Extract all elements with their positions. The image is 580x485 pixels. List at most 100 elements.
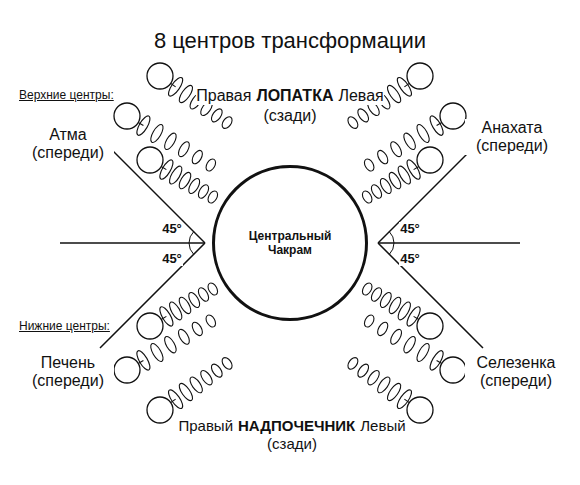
center-circle <box>114 357 140 383</box>
side-word: Левый <box>360 417 405 434</box>
center-circle <box>114 103 140 129</box>
spiral-coil <box>378 177 393 195</box>
side-word: Левая <box>338 87 383 105</box>
center-name: Атма (спереди) <box>22 126 114 163</box>
center-circle <box>417 313 443 339</box>
side-note: (сзади) <box>266 435 318 452</box>
angle-arc <box>389 232 394 243</box>
spiral-coil <box>376 320 390 337</box>
coil-stem <box>138 123 143 126</box>
spiral-coil <box>395 75 414 98</box>
angle-line <box>100 138 205 243</box>
organ-name: НАДПОЧЕЧНИК <box>238 417 355 434</box>
spiral-coil <box>177 83 195 104</box>
coil-stem <box>171 83 176 86</box>
center-circle <box>440 357 466 383</box>
spiral-coil <box>356 362 371 379</box>
angle-arc <box>389 243 394 254</box>
spiral-coil <box>360 281 373 296</box>
coil-stem <box>161 316 166 319</box>
spiral-coil <box>356 107 371 124</box>
coil-stem <box>437 123 442 126</box>
spiral-coil <box>148 342 165 363</box>
spiral-coil <box>204 157 217 172</box>
spiral-coil <box>187 291 202 309</box>
central-circle: Центральный Чакрам <box>212 165 368 321</box>
spiral-coil <box>385 381 403 402</box>
center-circle <box>137 313 163 339</box>
axis-line <box>60 242 205 244</box>
spiral-coil <box>167 164 184 185</box>
side-row: Правый НАДПОЧЕЧНИК Левый <box>178 417 405 434</box>
spiral-coil <box>206 281 219 296</box>
spiral-coil <box>220 115 234 130</box>
center-circle <box>147 63 173 89</box>
spiral-coil <box>177 171 193 191</box>
spiral-coil <box>376 149 390 166</box>
spiral-coil <box>388 140 403 158</box>
center-circle <box>417 147 443 173</box>
coil-stem <box>414 167 419 170</box>
spiral-coil <box>176 328 191 346</box>
spiral-coil <box>402 131 418 151</box>
spiral-coil <box>167 300 184 321</box>
spiral-coil <box>385 83 403 104</box>
center-name: Селезенка (спереди) <box>465 354 567 391</box>
organ-name: ЛОПАТКА <box>256 87 333 105</box>
spiral-coil <box>346 356 360 371</box>
spiral-coil <box>134 349 152 372</box>
angle-line <box>100 243 205 348</box>
spiral-coil <box>166 388 185 411</box>
spiral-coil <box>387 171 403 191</box>
spiral-coil <box>395 388 414 411</box>
spiral-coil <box>405 158 423 181</box>
spiral-coil <box>148 123 165 144</box>
spiral-coil <box>388 328 403 346</box>
spiral-coil <box>346 115 360 130</box>
angle-label: 45° <box>399 252 421 267</box>
spiral-coil <box>206 189 219 204</box>
center-name: Анахата (спереди) <box>465 119 559 156</box>
angle-label: 45° <box>161 222 183 237</box>
center-circle <box>407 397 433 423</box>
spiral-coil <box>190 149 204 166</box>
center-circle <box>440 103 466 129</box>
spiral-coil <box>220 356 234 371</box>
spiral-coil <box>362 157 375 172</box>
title: 8 центров трансформации <box>153 28 427 53</box>
spiral-coil <box>405 305 423 328</box>
node-text: Центральный Чакрам <box>242 229 338 258</box>
spiral-coil <box>387 295 403 315</box>
spiral-coil <box>415 123 432 144</box>
spiral-coil <box>176 140 191 158</box>
spiral-coil <box>396 164 413 185</box>
spiral-coil <box>209 107 224 124</box>
coil-stem <box>138 360 143 363</box>
side-word: Правый <box>178 417 233 434</box>
side-note: (сзади) <box>262 107 317 125</box>
group-heading: Нижние центры: <box>18 320 111 334</box>
coil-stem <box>171 399 176 402</box>
center-circle <box>407 63 433 89</box>
spiral-coil <box>177 295 193 315</box>
angle-arc <box>189 232 194 243</box>
center-circle <box>147 397 173 423</box>
spiral-coil <box>362 313 375 328</box>
spiral-coil <box>162 335 178 355</box>
spiral-coil <box>204 313 217 328</box>
center-circle <box>137 147 163 173</box>
side-row: ПраваяЛОПАТКАЛевая <box>196 87 384 105</box>
coil-stem <box>414 316 419 319</box>
spiral-coil <box>415 342 432 363</box>
spiral-coil <box>402 335 418 355</box>
spiral-coil <box>166 75 185 98</box>
spiral-coil <box>157 158 175 181</box>
coil-stem <box>437 360 442 363</box>
center-name: Печень (спереди) <box>22 354 114 391</box>
spiral-coil <box>187 177 202 195</box>
angle-label: 45° <box>161 252 183 267</box>
axis-line <box>378 242 520 244</box>
coil-stem <box>161 167 166 170</box>
group-heading: Верхние центры: <box>18 89 115 103</box>
